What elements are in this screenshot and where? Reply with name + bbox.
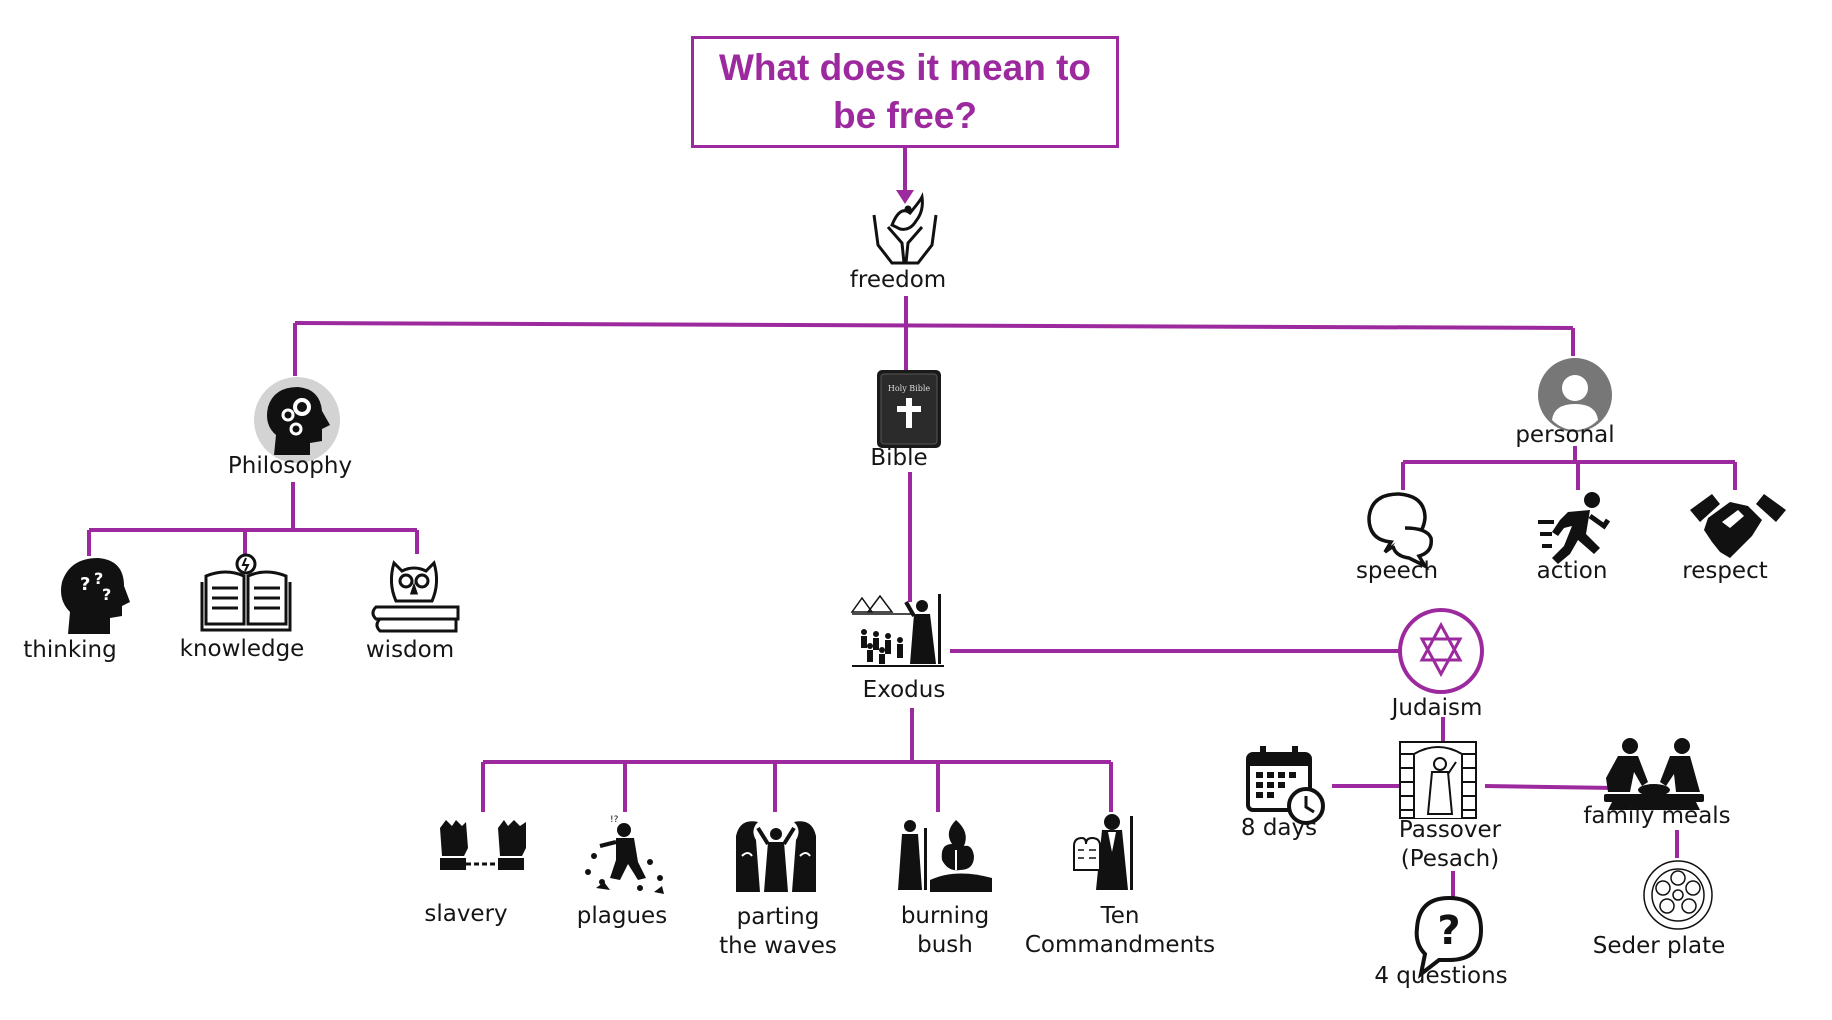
chained-hands-icon xyxy=(440,820,526,870)
action-label: action xyxy=(1536,558,1608,584)
exodus-crowd xyxy=(861,629,903,664)
calendar-clock-icon xyxy=(1246,746,1325,825)
family-meal-icon xyxy=(1604,738,1704,810)
running-person-icon xyxy=(1538,492,1611,564)
parting-waves-icon xyxy=(736,821,816,892)
svg-text:?: ? xyxy=(80,574,90,595)
speech-label: speech xyxy=(1355,558,1439,584)
parting-label-line2: the waves xyxy=(719,933,837,959)
connector-lines xyxy=(87,148,1737,898)
book-lightbulb-icon xyxy=(200,553,292,632)
questions-label: 4 questions xyxy=(1374,963,1508,989)
seder-label: Seder plate xyxy=(1592,933,1726,959)
holy-bible-icon: Holy Bible xyxy=(877,370,941,448)
handshake-icon xyxy=(1690,494,1786,558)
judaism-label: Judaism xyxy=(1391,695,1483,721)
eightdays-label: 8 days xyxy=(1240,815,1318,841)
thinking-label: thinking xyxy=(23,637,117,663)
question-bubble-icon: ? xyxy=(1414,895,1484,979)
speech-bubbles-icon xyxy=(1367,492,1433,571)
bible-label: Bible xyxy=(870,445,928,471)
head-gears-icon xyxy=(254,377,340,463)
owl-book-icon xyxy=(371,560,460,633)
plagues-label: plagues xyxy=(576,903,668,929)
slavery-label: slavery xyxy=(424,901,508,927)
burning-bush-icon xyxy=(898,820,992,892)
personal-label: personal xyxy=(1515,422,1615,448)
head-question-icon: ? ? ? xyxy=(61,558,130,634)
hands-dove-icon xyxy=(872,192,938,265)
family-label: family meals xyxy=(1583,803,1731,829)
wisdom-label: wisdom xyxy=(365,637,455,663)
plagues-icon: !? xyxy=(585,815,664,894)
calendar-grid xyxy=(1256,772,1296,798)
burning-label-line1: burning xyxy=(900,903,990,929)
exodus-scene-icon xyxy=(850,594,944,667)
title-box: What does it mean to be free? xyxy=(691,36,1119,148)
svg-text:?: ? xyxy=(1437,908,1460,954)
ten-label-line2: Commandments xyxy=(1024,932,1216,958)
philosophy-label: Philosophy xyxy=(227,453,353,479)
svg-text:!?: !? xyxy=(610,815,619,825)
knowledge-label: knowledge xyxy=(179,636,305,662)
burning-label-line2: bush xyxy=(917,932,973,958)
title-arrow-head xyxy=(896,190,914,204)
ten-label-line1: Ten xyxy=(1100,903,1140,929)
star-of-david-icon xyxy=(1398,608,1484,694)
svg-text:?: ? xyxy=(94,569,103,588)
page-title: What does it mean to be free? xyxy=(718,47,1092,136)
top-branch-line xyxy=(294,321,1574,330)
exodus-label: Exodus xyxy=(862,677,946,703)
svg-text:?: ? xyxy=(102,585,111,604)
family-link-line xyxy=(1484,784,1616,790)
passover-label-line1: Passover xyxy=(1398,817,1502,843)
ten-commandments-icon xyxy=(1073,814,1133,890)
seder-plate-icon xyxy=(1643,860,1713,930)
svg-text:Holy Bible: Holy Bible xyxy=(888,384,931,393)
freedom-label: freedom xyxy=(849,267,947,293)
parting-label-line1: parting xyxy=(736,904,820,930)
user-avatar-icon xyxy=(1538,358,1612,432)
passover-door-icon xyxy=(1399,741,1477,819)
passover-label-line2: (Pesach) xyxy=(1400,846,1500,872)
respect-label: respect xyxy=(1682,558,1768,584)
